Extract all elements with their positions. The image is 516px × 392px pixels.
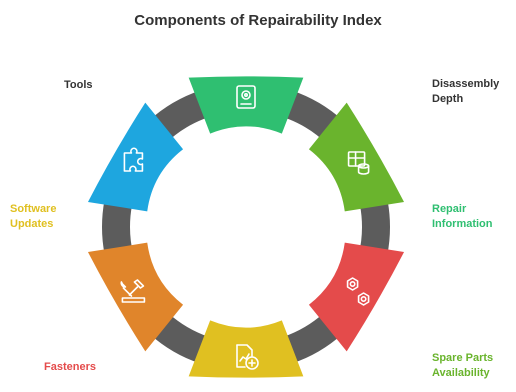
segment-tools bbox=[87, 242, 184, 352]
software-update-icon bbox=[236, 344, 259, 370]
segment-repair-info bbox=[188, 76, 304, 134]
nuts-icon bbox=[346, 277, 370, 306]
label-fasteners: Fasteners bbox=[44, 361, 96, 373]
label-tools: Tools bbox=[64, 79, 93, 91]
segment-disassembly bbox=[87, 102, 184, 212]
manual-icon bbox=[236, 85, 256, 109]
diagram-title: Components of Repairability Index bbox=[134, 12, 382, 29]
parts-database-icon bbox=[347, 151, 370, 175]
tools-icon bbox=[120, 279, 146, 303]
segment-spare-parts bbox=[308, 102, 405, 212]
segment-software bbox=[188, 320, 304, 378]
segment-fasteners bbox=[308, 242, 405, 352]
puzzle-icon bbox=[123, 147, 144, 172]
